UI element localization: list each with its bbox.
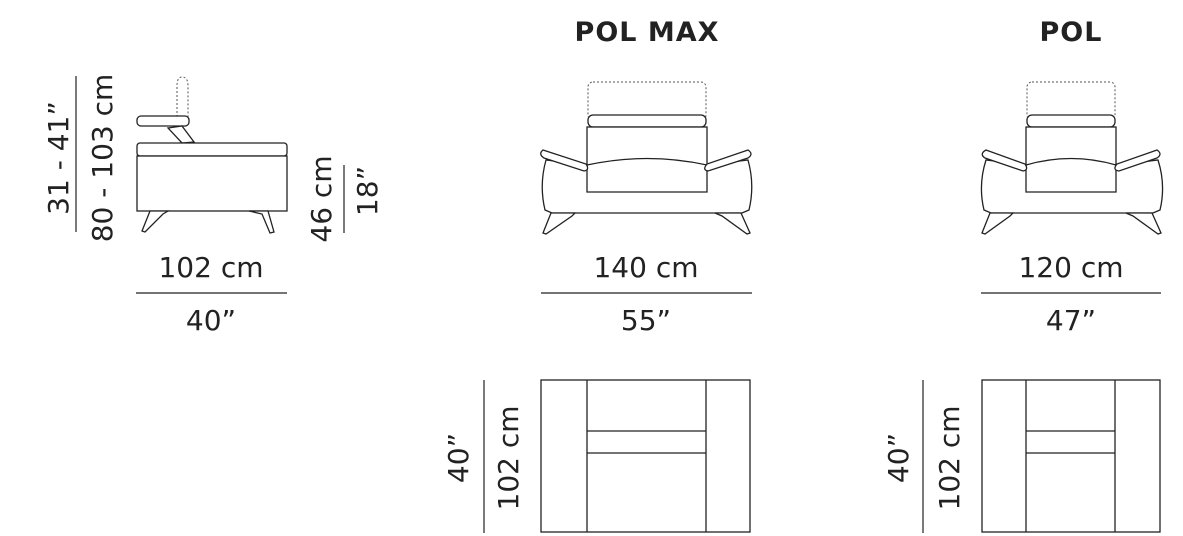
pol-max-depth-in-label: 40” bbox=[442, 433, 475, 483]
side-view: 31 - 41” 80 - 103 cm 46 cm 18” 102 cm 40… bbox=[42, 74, 384, 337]
pol-max-title: POL MAX bbox=[575, 17, 720, 48]
pol-max-group: POL MAX 140 cm 55” 40” 102 cm bbox=[442, 17, 753, 533]
pol-right-leg bbox=[1125, 212, 1162, 235]
pol-max-left-leg bbox=[542, 212, 577, 235]
pol-max-front-view bbox=[540, 81, 753, 235]
pol-top-outline bbox=[981, 379, 1161, 533]
pol-left-armrest bbox=[981, 149, 1028, 172]
pol-max-left-armrest bbox=[540, 149, 589, 172]
headrest-raised-outline bbox=[176, 76, 189, 117]
pol-width-cm-label: 120 cm bbox=[1018, 251, 1123, 284]
pol-depth-cm-label: 102 cm bbox=[933, 405, 966, 510]
side-height-in-label: 31 - 41” bbox=[42, 101, 75, 215]
pol-right-armrest bbox=[1114, 149, 1161, 172]
pol-depth-in-label: 40” bbox=[882, 433, 915, 483]
seat-height-cm-label: 46 cm bbox=[305, 155, 338, 242]
pol-max-width-in-label: 55” bbox=[621, 304, 671, 337]
side-depth-cm-label: 102 cm bbox=[158, 251, 263, 284]
pol-max-right-leg bbox=[714, 212, 751, 235]
side-height-cm-label: 80 - 103 cm bbox=[86, 74, 119, 243]
pol-headrest bbox=[1026, 114, 1116, 128]
pol-max-headrest-raised-outline bbox=[587, 81, 707, 121]
side-silhouette bbox=[136, 76, 288, 234]
seat-cushion bbox=[136, 142, 288, 157]
pol-max-width-cm-label: 140 cm bbox=[593, 251, 698, 284]
pol-left-leg bbox=[981, 212, 1015, 235]
pol-headrest-raised-outline bbox=[1026, 81, 1116, 121]
side-front-leg bbox=[141, 210, 171, 233]
pol-front-view bbox=[980, 81, 1164, 235]
pol-max-top-outline bbox=[540, 379, 751, 533]
pol-seat bbox=[1025, 157, 1117, 193]
pol-top-view bbox=[981, 379, 1161, 533]
pol-group: POL 120 cm 47” 40” 102 cm bbox=[882, 17, 1164, 533]
headrest-arm bbox=[166, 125, 196, 144]
pol-max-top-view bbox=[540, 379, 751, 533]
side-body bbox=[136, 155, 288, 212]
pol-max-seat bbox=[586, 157, 708, 193]
side-back-leg bbox=[248, 210, 275, 234]
headrest bbox=[136, 115, 190, 127]
pol-max-depth-cm-label: 102 cm bbox=[492, 405, 525, 510]
seat-height-in-label: 18” bbox=[351, 166, 384, 216]
pol-max-headrest bbox=[587, 114, 707, 128]
pol-width-in-label: 47” bbox=[1046, 304, 1096, 337]
side-depth-in-label: 40” bbox=[186, 304, 236, 337]
pol-max-right-armrest bbox=[704, 149, 752, 172]
pol-title: POL bbox=[1040, 17, 1103, 48]
